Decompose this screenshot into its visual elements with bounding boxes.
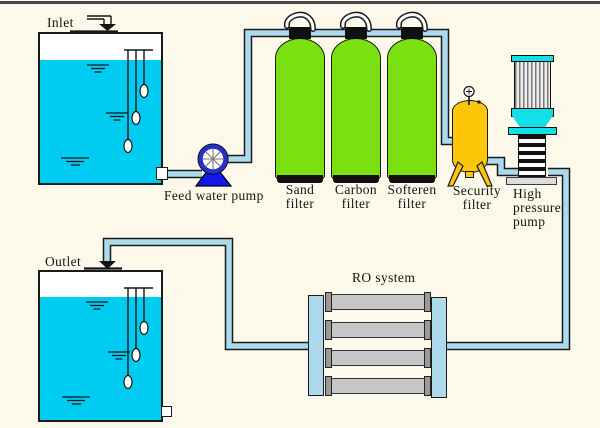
security-filter-drain-nub	[465, 171, 474, 178]
filter-valve-spouts	[283, 11, 428, 32]
inlet-tank-outlet-nub	[156, 167, 168, 180]
security-filter-vessel	[452, 100, 488, 173]
softener-filter-label-line1: Softeren	[387, 182, 437, 197]
ro-vessel-endcap	[424, 348, 431, 368]
hp-pump-base	[506, 177, 557, 185]
outlet-float-switches	[124, 287, 153, 375]
softener-filter-base	[389, 175, 435, 183]
outlet-tank	[38, 270, 163, 422]
valve-spout-icon	[395, 11, 428, 32]
ro-vessel-endcap	[424, 320, 431, 340]
security-filter-label: Security filter	[443, 184, 511, 212]
feed-pump-mount	[194, 162, 233, 187]
ro-vessel-endcap	[424, 376, 431, 396]
ro-vessel-endcap	[325, 292, 332, 312]
sand-filter-valve-cap	[289, 27, 311, 39]
inlet-feed-pipe-icon	[87, 15, 112, 24]
carbon-filter-base	[333, 175, 379, 183]
ro-left-manifold	[308, 295, 324, 396]
carbon-filter-valve-cap	[345, 27, 367, 39]
ro-vessel-endcap	[325, 376, 332, 396]
feed-pump-impeller	[203, 149, 223, 169]
feed-pump-icon	[194, 143, 233, 187]
softener-filter-label: Softeren filter	[377, 183, 447, 211]
inlet-water-level-marks	[61, 64, 128, 166]
carbon-filter-label: Carbon filter	[321, 183, 391, 211]
sand-filter-label: Sand filter	[265, 183, 335, 211]
outlet-label: Outlet	[45, 254, 82, 269]
inlet-label: Inlet	[47, 15, 74, 30]
security-filter-gauge-icon	[463, 85, 481, 105]
hp-pump-stage-column	[518, 134, 546, 178]
sand-filter-label-line2: filter	[285, 196, 315, 211]
inlet-arrow-icon	[99, 24, 116, 31]
inlet-tank-water	[40, 60, 161, 183]
carbon-filter-label-line2: filter	[341, 196, 371, 211]
hp-pump-label: High pressure pump	[513, 187, 561, 229]
hp-pump-label-line3: pump	[513, 214, 546, 229]
inlet-float-switches	[124, 49, 153, 139]
security-filter-label-line1: Security	[452, 183, 502, 198]
window-top-border	[0, 1, 600, 4]
inlet-tank	[38, 32, 163, 185]
valve-spout-icon	[283, 11, 316, 32]
carbon-filter-vessel	[331, 38, 381, 179]
hp-pump-label-line1: High	[513, 186, 542, 201]
outlet-float-bulbs	[123, 320, 149, 390]
softener-filter-valve-cap	[401, 27, 423, 39]
security-filter-label-line2: filter	[462, 197, 492, 212]
ro-vessel-endcap	[424, 292, 431, 312]
softener-filter-vessel	[387, 38, 437, 179]
outlet-arrow-icon	[99, 261, 116, 269]
valve-spout-icon	[339, 11, 372, 32]
inlet-float-bulbs	[123, 83, 149, 154]
outlet-tank-drain-nub	[161, 406, 172, 417]
hp-pump-taper	[512, 116, 553, 128]
ro-right-manifold	[431, 297, 447, 398]
feed-pump-label: Feed water pump	[164, 188, 264, 203]
softener-filter-label-line2: filter	[397, 196, 427, 211]
hp-pump-label-line2: pressure	[513, 200, 562, 215]
ro-system-label: RO system	[352, 270, 416, 285]
sand-filter-label-line1: Sand	[285, 182, 315, 197]
outlet-water-level-marks	[62, 301, 130, 405]
ro-vessel-endcap	[325, 348, 332, 368]
sand-filter-base	[277, 175, 323, 183]
carbon-filter-label-line1: Carbon	[334, 182, 378, 197]
security-filter-legs	[447, 161, 493, 187]
outlet-tank-water	[40, 297, 161, 420]
ro-vessel-endcap	[325, 320, 332, 340]
